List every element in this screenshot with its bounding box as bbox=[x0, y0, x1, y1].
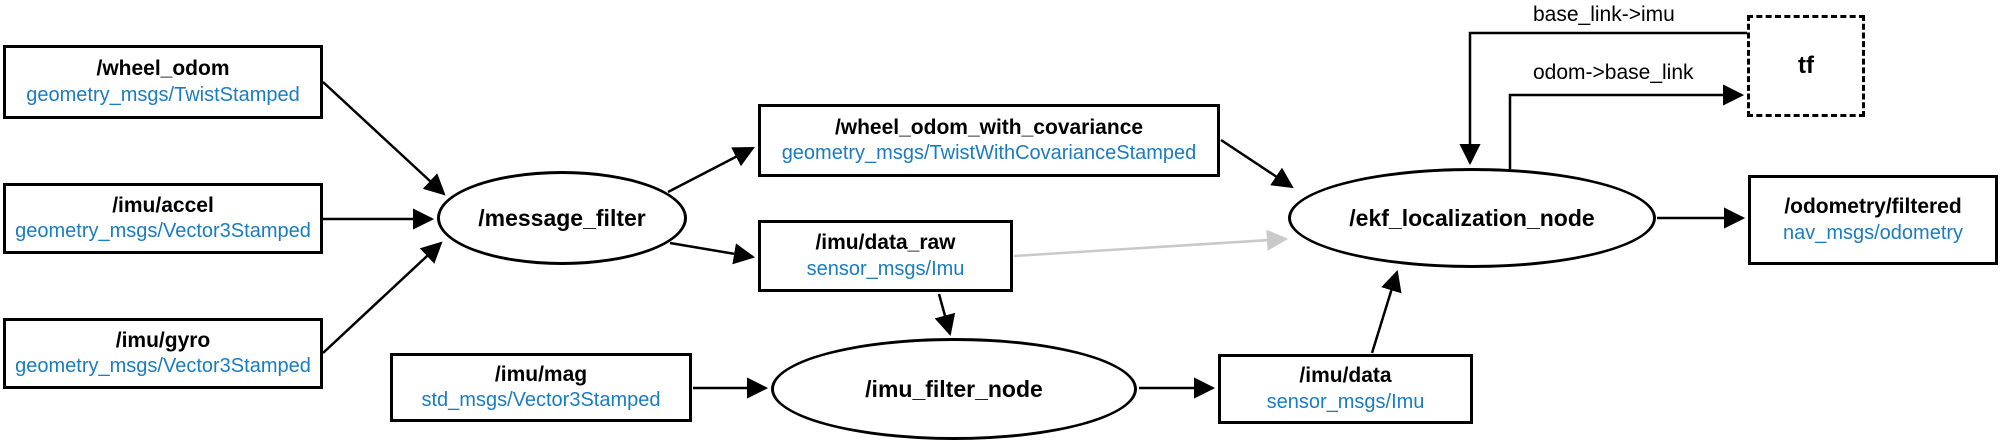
edge-ekf-to-tf bbox=[1508, 84, 1745, 169]
edge-imu-gyro-to-message-filter bbox=[322, 241, 443, 354]
edge-wheel-odom-with-covariance-to-ekf bbox=[1220, 138, 1294, 189]
topic-name: /imu/data bbox=[1299, 364, 1392, 388]
message-type: sensor_msgs/Imu bbox=[806, 257, 965, 280]
message-type: geometry_msgs/Vector3Stamped bbox=[15, 355, 311, 378]
edge-message-filter-to-wheel-odom-with-covariance bbox=[667, 146, 755, 194]
topic-name: /imu/gyro bbox=[115, 328, 211, 352]
topic-name: /wheel_odom bbox=[96, 57, 230, 81]
node-imu-filter-node: /imu_filter_node bbox=[771, 338, 1137, 440]
node-message-filter: /message_filter bbox=[437, 171, 687, 265]
edge-label-base-link-to-imu: base_link->imu bbox=[1533, 3, 1675, 26]
topic-name: /odometry/filtered bbox=[1784, 195, 1962, 219]
edge-label-odom-to-base-link: odom->base_link bbox=[1533, 61, 1694, 84]
topic-name: /imu/accel bbox=[112, 193, 214, 217]
topic-name: /imu/data_raw bbox=[815, 231, 956, 255]
topic-odometry-filtered: /odometry/filtered nav_msgs/odometry bbox=[1748, 175, 1998, 265]
node-name: /message_filter bbox=[478, 204, 646, 231]
edge-message-filter-to-imu-data-raw bbox=[669, 241, 756, 265]
topic-imu-accel: /imu/accel geometry_msgs/Vector3Stamped bbox=[3, 183, 323, 254]
message-type: sensor_msgs/Imu bbox=[1266, 390, 1425, 413]
message-type: geometry_msgs/TwistWithCovarianceStamped bbox=[781, 142, 1197, 165]
edge-imu-data-raw-to-ekf-inactive bbox=[1013, 229, 1289, 258]
edge-wheel-odom-to-message-filter bbox=[322, 81, 446, 196]
topic-imu-data-raw: /imu/data_raw sensor_msgs/Imu bbox=[758, 220, 1013, 292]
node-name: tf bbox=[1798, 52, 1814, 79]
topic-imu-data: /imu/data sensor_msgs/Imu bbox=[1218, 354, 1473, 424]
topic-imu-mag: /imu/mag std_msgs/Vector3Stamped bbox=[390, 353, 692, 422]
node-ekf-localization-node: /ekf_localization_node bbox=[1288, 168, 1656, 268]
edge-tf-to-ekf bbox=[1459, 31, 1747, 166]
node-tf: tf bbox=[1747, 15, 1865, 117]
node-name: /ekf_localization_node bbox=[1349, 204, 1595, 231]
message-type: geometry_msgs/Vector3Stamped bbox=[15, 220, 311, 243]
node-name: /imu_filter_node bbox=[865, 375, 1043, 402]
edge-imu-data-raw-to-imu-filter-node bbox=[934, 293, 956, 337]
message-type: nav_msgs/odometry bbox=[1782, 221, 1964, 244]
topic-imu-gyro: /imu/gyro geometry_msgs/Vector3Stamped bbox=[3, 318, 323, 389]
message-type: geometry_msgs/TwistStamped bbox=[26, 83, 300, 106]
topic-name: /wheel_odom_with_covariance bbox=[834, 115, 1144, 139]
topic-name: /imu/mag bbox=[494, 362, 588, 386]
topic-wheel-odom-with-covariance: /wheel_odom_with_covariance geometry_msg… bbox=[758, 104, 1220, 177]
message-type: std_msgs/Vector3Stamped bbox=[421, 389, 661, 412]
edge-imu-data-to-ekf bbox=[1370, 269, 1402, 354]
topic-wheel-odom: /wheel_odom geometry_msgs/TwistStamped bbox=[3, 45, 323, 119]
